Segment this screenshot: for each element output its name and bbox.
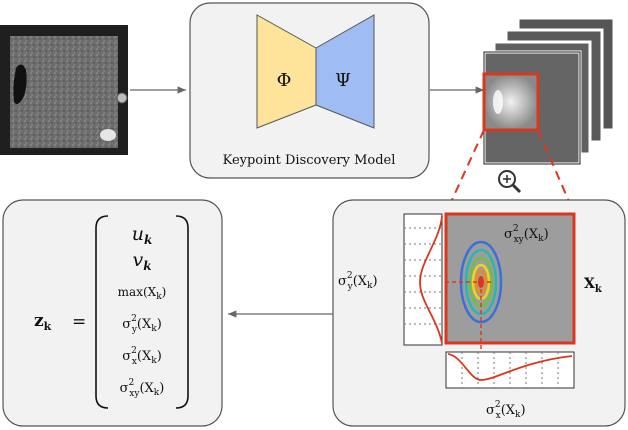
encoder-symbol: Φ [277, 70, 292, 91]
y-marginal-plot [403, 213, 443, 346]
equals-sign: = [72, 312, 86, 332]
magnifier-plus-icon [498, 170, 522, 194]
vector-row-max: max(Xk) [118, 285, 167, 302]
zoomed-patch [446, 214, 574, 343]
vector-row-v: vk [132, 249, 151, 273]
x-marginal-plot [445, 351, 575, 389]
vector-row-u: uk [132, 223, 153, 247]
input-specimen-image [0, 25, 128, 155]
right-bracket [175, 215, 189, 409]
keypoint-discovery-model: Φ Ψ Keypoint Discovery Model [189, 2, 430, 179]
decoder-psi-shape [315, 14, 375, 129]
zoom-line-right [537, 129, 575, 214]
decoder-symbol: Ψ [335, 70, 351, 91]
z-k-symbol: zk [34, 311, 52, 333]
left-bracket [95, 215, 109, 409]
model-caption: Keypoint Discovery Model [223, 153, 396, 168]
patch-label: Xk [584, 276, 603, 295]
heatmap-stack [482, 16, 616, 166]
zoom-line-left [445, 129, 485, 214]
selected-patch [482, 72, 540, 132]
